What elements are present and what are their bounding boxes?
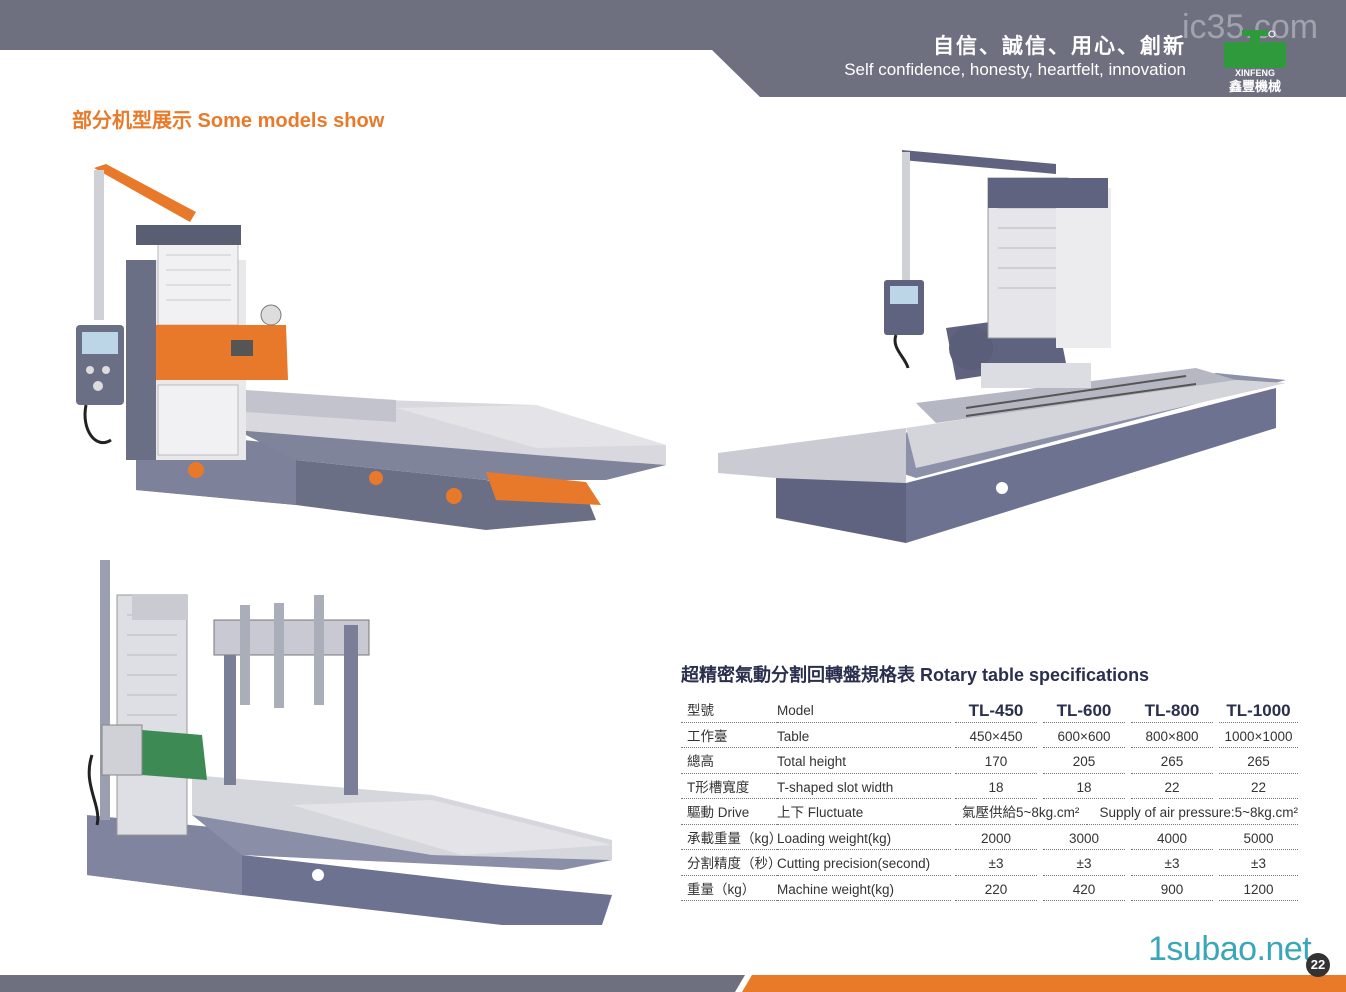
spec-label-en: Machine weight(kg)	[777, 876, 951, 901]
spec-row-slot-width: T形槽寬度 T-shaped slot width 18 18 22 22	[681, 774, 1298, 799]
spec-row-machine-weight: 重量（kg） Machine weight(kg) 220 420 900 12…	[681, 876, 1298, 901]
spec-title: 超精密氣動分割回轉盤規格表 Rotary table specification…	[681, 665, 1150, 685]
spec-value: 900	[1131, 876, 1213, 901]
spec-value: ±3	[1043, 850, 1125, 876]
spec-label-cn: 承載重量（kg）	[681, 825, 782, 850]
spec-label-cn: 工作臺	[681, 723, 777, 748]
spec-value: 22	[1219, 774, 1298, 799]
spec-value: 205	[1043, 748, 1125, 774]
spec-value: 800×800	[1131, 723, 1213, 748]
spec-label-cn: 驅動 Drive	[681, 799, 777, 825]
spec-value: 18	[1043, 774, 1125, 799]
logo-mark-icon	[1224, 30, 1286, 68]
spec-label-en: Loading weight(kg)	[777, 825, 951, 850]
spec-label-cn: 重量（kg）	[681, 876, 777, 901]
header-shape	[0, 0, 1346, 97]
page-number: 22	[1306, 953, 1330, 977]
spec-value: 220	[955, 876, 1037, 901]
spec-value: 4000	[1131, 825, 1213, 850]
section-title: 部分机型展示 Some models show	[72, 110, 385, 132]
spec-value: 22	[1131, 774, 1213, 799]
machine-image-green	[87, 560, 612, 925]
spec-label-en: Table	[777, 723, 951, 748]
spec-value: 5000	[1219, 825, 1298, 850]
spec-row-table: 工作臺 Table 450×450 600×600 800×800 1000×1…	[681, 723, 1298, 748]
spec-value: 1200	[1219, 876, 1298, 901]
slogan-chinese: 自信、誠信、用心、創新	[933, 34, 1186, 58]
spec-model-name: TL-800	[1131, 697, 1213, 723]
spec-label-cn: T形槽寬度	[681, 774, 777, 799]
spec-label-en: Cutting precision(second)	[777, 850, 951, 876]
logo-text: XINFENG	[1234, 68, 1275, 78]
spec-value: 600×600	[1043, 723, 1125, 748]
spec-label-cn: 分割精度（秒）	[681, 850, 782, 876]
spec-label-en: T-shaped slot width	[777, 774, 951, 799]
spec-row-loading-weight: 承載重量（kg） Loading weight(kg) 2000 3000 40…	[681, 825, 1298, 850]
spec-value: 265	[1131, 748, 1213, 774]
spec-value: 170	[955, 748, 1037, 774]
machine-image-gray	[718, 150, 1286, 543]
spec-value: ±3	[955, 850, 1037, 876]
spec-label-en: Total height	[777, 748, 951, 774]
spec-value: 1000×1000	[1219, 723, 1298, 748]
spec-value: 2000	[955, 825, 1037, 850]
spec-drive-value-cn: 氣壓供給5~8kg.cm²	[955, 799, 1087, 825]
logo-chinese: 鑫豐機械	[1228, 80, 1281, 95]
spec-row-cutting-precision: 分割精度（秒） Cutting precision(second) ±3 ±3 …	[681, 850, 1298, 876]
slogan-english: Self confidence, honesty, heartfelt, inn…	[844, 60, 1186, 79]
spec-drive-value-en: Supply of air pressure:5~8kg.cm²	[1087, 799, 1298, 825]
spec-row-total-height: 總高 Total height 170 205 265 265	[681, 748, 1298, 774]
company-logo: XINFENG 鑫豐機械	[1222, 28, 1288, 95]
spec-label-en: 上下 Fluctuate	[777, 799, 951, 825]
machine-image-orange	[76, 164, 666, 530]
spec-label-cn: 總高	[681, 748, 777, 774]
spec-value: 3000	[1043, 825, 1125, 850]
spec-value: ±3	[1131, 850, 1213, 876]
spec-model-name: TL-1000	[1219, 697, 1298, 723]
spec-value: ±3	[1219, 850, 1298, 876]
spec-value: 450×450	[955, 723, 1037, 748]
spec-value: 18	[955, 774, 1037, 799]
footer-watermark: 1subao.net	[1148, 930, 1312, 968]
spec-header-cn: 型號	[681, 697, 777, 723]
spec-row-drive: 驅動 Drive 上下 Fluctuate 氣壓供給5~8kg.cm² Supp…	[681, 799, 1298, 825]
header-band: ic35.com 自信、誠信、用心、創新 Self confidence, ho…	[0, 0, 1346, 97]
spec-header-row: 型號 Model TL-450 TL-600 TL-800 TL-1000	[681, 697, 1298, 723]
spec-value: 420	[1043, 876, 1125, 901]
spec-model-name: TL-450	[955, 697, 1037, 723]
spec-table: 型號 Model TL-450 TL-600 TL-800 TL-1000 工作…	[681, 697, 1298, 901]
spec-header-en: Model	[777, 697, 951, 723]
spec-value: 265	[1219, 748, 1298, 774]
footer-band	[0, 975, 1346, 992]
spec-model-name: TL-600	[1043, 697, 1125, 723]
